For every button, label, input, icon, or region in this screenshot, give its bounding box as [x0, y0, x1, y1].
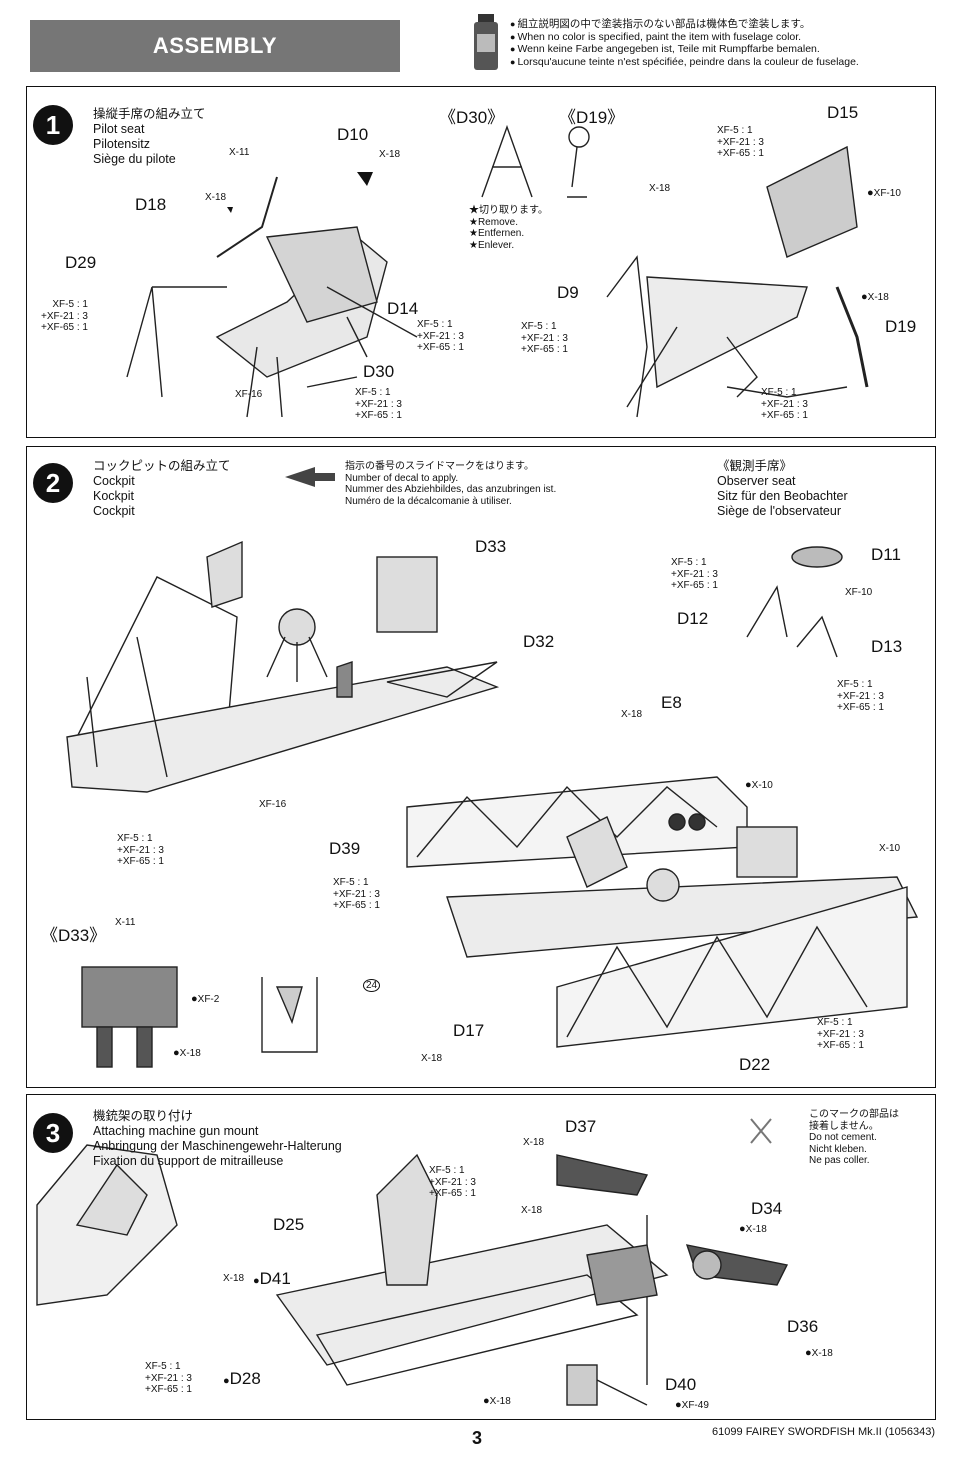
- mix-d15: XF-5 : 1+XF-21 : 3+XF-65 : 1: [717, 125, 764, 159]
- paint-note-en: When no color is specified, paint the it…: [510, 31, 859, 44]
- code-x18-c: X-18: [739, 1223, 767, 1235]
- part-d39: D39: [329, 839, 361, 858]
- mix-d25: XF-5 : 1+XF-21 : 3+XF-65 : 1: [429, 1165, 476, 1199]
- detail-d33: 《D33》: [41, 926, 107, 945]
- decal-note: 指示の番号のスライドマークをはります。Number of decal to ap…: [345, 461, 557, 507]
- mix-d39: XF-5 : 1+XF-21 : 3+XF-65 : 1: [333, 877, 380, 911]
- part-d17: D17: [453, 1021, 485, 1040]
- part-d12: D12: [677, 609, 709, 628]
- code-x10-b: X-10: [879, 843, 901, 854]
- code-x10-a: X-10: [745, 779, 773, 791]
- paint-note-de: Wenn keine Farbe angegeben ist, Teile mi…: [510, 43, 859, 56]
- step2-diagram: [66, 467, 919, 1068]
- code-x18-b: X-18: [173, 1047, 201, 1059]
- code-x18-e: X-18: [805, 1347, 833, 1359]
- part-d14: D14: [387, 299, 419, 318]
- mix-cockpit: XF-5 : 1+XF-21 : 3+XF-65 : 1: [117, 833, 164, 867]
- code-x18-c: X-18: [421, 1053, 443, 1064]
- part-d34: D34: [751, 1199, 783, 1218]
- code-x18-a: X-18: [523, 1137, 545, 1148]
- assembly-banner: ASSEMBLY: [30, 20, 400, 72]
- part-d30: D30: [363, 362, 395, 381]
- part-d25: D25: [273, 1215, 305, 1234]
- mix-d12: XF-5 : 1+XF-21 : 3+XF-65 : 1: [671, 557, 718, 591]
- part-d11: D11: [871, 545, 901, 564]
- paint-note-ja: 組立説明図の中で塗装指示のない部品は機体色で塗装します。: [510, 18, 859, 31]
- part-d40: D40: [665, 1375, 697, 1394]
- part-d33: D33: [475, 537, 507, 556]
- page-number: 3: [472, 1428, 483, 1448]
- step1-title: 操縦手席の組み立て Pilot seat Pilotensitz Siège d…: [93, 107, 206, 166]
- code-x18-a: X-18: [621, 709, 643, 720]
- code-x18-f: X-18: [483, 1395, 511, 1407]
- remove-note: ★切り取ります。★Remove.★Entfernen.★Enlever.: [469, 205, 548, 251]
- part-d18: D18: [135, 195, 167, 214]
- code-xf49: XF-49: [675, 1399, 709, 1411]
- step3-diagram: [36, 1118, 789, 1406]
- code-xf16: XF-16: [235, 389, 263, 400]
- code-x11: X-11: [229, 147, 250, 158]
- paint-note-fr: Lorsqu'aucune teinte n'est spécifiée, pe…: [510, 56, 858, 69]
- part-d41: D41: [253, 1269, 291, 1289]
- mix-d29: XF-5 : 1+XF-21 : 3+XF-65 : 1: [41, 299, 88, 333]
- detail-d19: 《D19》: [559, 108, 625, 127]
- part-d13: D13: [871, 637, 903, 656]
- part-d22: D22: [739, 1055, 771, 1074]
- mix-d30: XF-5 : 1+XF-21 : 3+XF-65 : 1: [355, 387, 402, 421]
- part-d15: D15: [827, 103, 859, 122]
- mix-d14: XF-5 : 1+XF-21 : 3+XF-65 : 1: [417, 319, 464, 353]
- code-x18-d: X-18: [223, 1273, 245, 1284]
- code-x18-c: X-18: [649, 183, 671, 194]
- code-xf10: XF-10: [867, 187, 901, 199]
- part-d37: D37: [565, 1117, 597, 1136]
- code-x18-d: X-18: [861, 291, 889, 303]
- part-d36: D36: [787, 1317, 819, 1336]
- code-x18-a: X-18: [379, 149, 401, 160]
- part-e8: E8: [661, 693, 682, 712]
- code-xf16: XF-16: [259, 799, 287, 810]
- part-d19: D19: [885, 317, 917, 336]
- step2-number: 2: [33, 463, 73, 503]
- step3-number: 3: [33, 1113, 73, 1153]
- code-xf2: XF-2: [191, 993, 220, 1005]
- part-d32: D32: [523, 632, 555, 651]
- mix-d13: XF-5 : 1+XF-21 : 3+XF-65 : 1: [837, 679, 884, 713]
- paint-notes: 組立説明図の中で塗装指示のない部品は機体色で塗装します。 When no col…: [510, 18, 859, 69]
- decal-number: 24: [363, 979, 381, 992]
- part-d28: D28: [223, 1369, 261, 1389]
- step1-number: 1: [33, 105, 73, 145]
- code-xf10-a: XF-10: [845, 587, 873, 598]
- part-d10: D10: [337, 125, 369, 144]
- step1-panel: 1 操縦手席の組み立て Pilot seat Pilotensitz Siège…: [26, 86, 936, 438]
- model-reference: 61099 FAIREY SWORDFISH Mk.II (1056343): [712, 1426, 935, 1438]
- code-x18-b: X-18: [521, 1205, 543, 1216]
- paint-can-icon: [474, 14, 498, 70]
- step1-diagram: [126, 124, 869, 418]
- mix-d9: XF-5 : 1+XF-21 : 3+XF-65 : 1: [521, 321, 568, 355]
- code-x11: X-11: [115, 917, 136, 928]
- mix-d28: XF-5 : 1+XF-21 : 3+XF-65 : 1: [145, 1361, 192, 1395]
- part-d9: D9: [557, 283, 579, 302]
- detail-d30: 《D30》: [439, 108, 505, 127]
- mix-d19: XF-5 : 1+XF-21 : 3+XF-65 : 1: [761, 387, 808, 421]
- code-x18-b: X-18: [205, 192, 227, 203]
- part-d29: D29: [65, 253, 97, 272]
- mix-d22: XF-5 : 1+XF-21 : 3+XF-65 : 1: [817, 1017, 864, 1051]
- no-cement-note: このマークの部品は接着しません。Do not cement.Nicht kleb…: [809, 1109, 899, 1166]
